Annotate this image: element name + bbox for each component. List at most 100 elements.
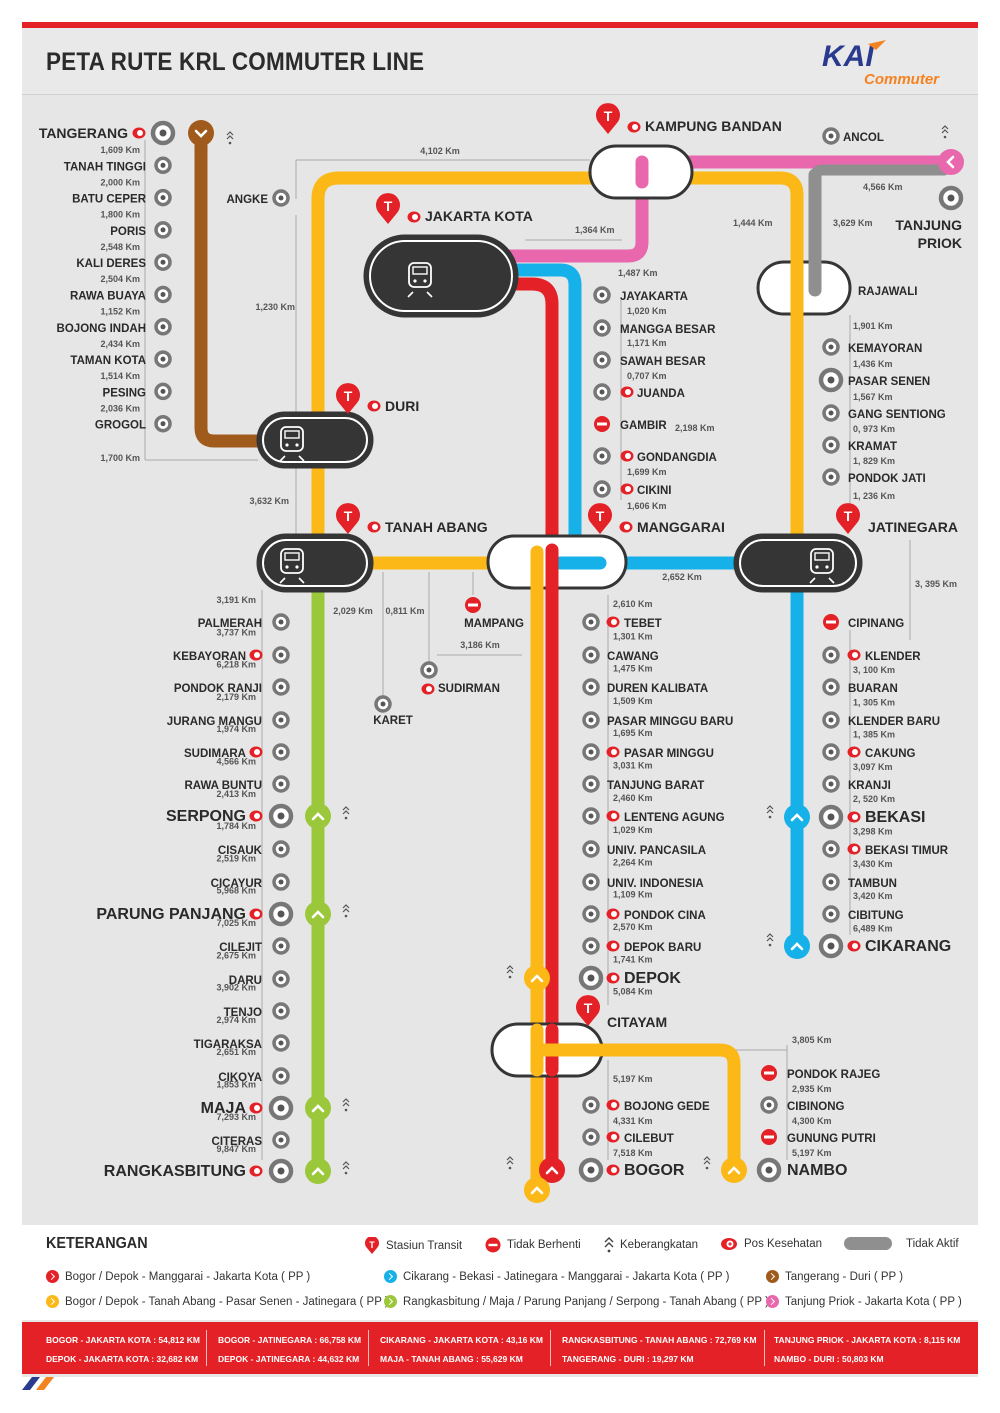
distance-label: 3,186 Km	[460, 640, 500, 650]
station-label: UNIV. PANCASILA	[607, 845, 706, 857]
health-post-inner	[254, 1168, 260, 1174]
arrow-chevron	[545, 1166, 559, 1175]
health-post-inner	[852, 814, 858, 820]
station-center	[380, 701, 386, 707]
station-center	[160, 195, 166, 201]
distance-label: 1, 305 Km	[853, 697, 895, 707]
station-label: BATU CEPER	[72, 194, 147, 206]
train-light	[815, 565, 819, 569]
station-label: GANG SENTIONG	[848, 409, 946, 421]
station-label: KALI DERES	[76, 258, 146, 270]
station-center	[278, 943, 284, 949]
distance-label: 1,509 Km	[613, 696, 653, 706]
departure-dot	[768, 815, 772, 819]
station-label: DEPOK	[624, 970, 681, 987]
health-post-inner	[426, 686, 432, 692]
station-label: KLENDER	[865, 651, 921, 663]
station-label: PASAR MINGGU	[624, 748, 714, 760]
transit-pin-letter: T	[604, 108, 613, 124]
station-center	[278, 879, 284, 885]
station-center	[278, 1040, 284, 1046]
distance-label: 1, 236 Km	[853, 491, 895, 501]
arrow-chevron	[790, 813, 804, 822]
station-label: PRIOK	[918, 235, 962, 251]
terminus-arrow-icon	[305, 803, 331, 829]
brown-line-tangerang	[194, 128, 299, 448]
station-label: CIBITUNG	[848, 910, 904, 922]
train-icon	[810, 548, 834, 574]
station-center	[828, 749, 834, 755]
pink-line-icon	[766, 1295, 779, 1308]
distance-label: 4,102 Km	[420, 146, 460, 156]
station-center	[278, 781, 284, 787]
distance-label: 2,179 Km	[216, 692, 256, 702]
station-center	[599, 389, 605, 395]
yellow-loop-north-east	[311, 171, 804, 570]
legend-health-label: Pos Kesehatan	[744, 1238, 823, 1250]
distance-label: 7,518 Km	[613, 1148, 653, 1158]
terminus-arrow-icon	[305, 1095, 331, 1121]
station-center	[599, 292, 605, 298]
health-post-inner	[852, 943, 858, 949]
departure-icon	[342, 1098, 350, 1107]
distance-label: 1,230 Km	[255, 302, 295, 312]
transit-pin-icon	[836, 503, 861, 534]
station-center	[278, 846, 284, 852]
distance-label: 2,974 Km	[216, 1015, 256, 1025]
departure-icon	[604, 1237, 614, 1253]
station-center	[160, 292, 166, 297]
health-post-inner	[625, 453, 631, 459]
station-center	[827, 813, 835, 821]
inactive-line-icon	[844, 1237, 892, 1250]
station-label: BOJONG GEDE	[624, 1101, 710, 1113]
health-post-inner	[611, 813, 617, 819]
station-center	[278, 976, 284, 982]
legend-health: Pos Kesehatan	[720, 1237, 822, 1251]
tanah-abang-hub-inner	[262, 539, 368, 587]
distance-label: 3,097 Km	[853, 762, 893, 772]
health-post-inner	[412, 214, 418, 220]
distance-label: 1, 385 Km	[853, 730, 895, 740]
route-label: Tangerang - Duri ( PP )	[785, 1270, 904, 1283]
legend-inactive: Tidak Aktif	[844, 1237, 959, 1250]
legend-route-blue: Cikarang - Bekasi - Jatinegara - Manggar…	[384, 1270, 729, 1283]
train-light	[423, 279, 427, 283]
station-center	[587, 974, 595, 982]
station-center	[160, 356, 166, 362]
footer-distance: TANGERANG - DURI : 19,297 KM	[562, 1354, 694, 1364]
station-label: CILEJIT	[219, 942, 262, 954]
station-center	[160, 388, 166, 394]
footer-divider	[764, 1330, 765, 1366]
train-light	[285, 565, 289, 569]
station-label: PASAR SENEN	[848, 376, 930, 388]
arrow-chevron	[727, 1166, 741, 1175]
terminus-arrow-icon	[305, 1158, 331, 1184]
station-center	[588, 781, 594, 787]
train-icon	[280, 548, 304, 574]
route-label: Bogor / Depok - Manggarai - Jakarta Kota…	[65, 1270, 311, 1283]
terminus-arrow-icon	[721, 1157, 747, 1183]
train-light	[295, 443, 299, 447]
legend-nonstop: Tidak Berhenti	[485, 1237, 581, 1253]
station-center	[588, 911, 594, 917]
no-stop-bar	[764, 1135, 774, 1139]
station-label: DARU	[229, 975, 262, 987]
rajawali-hub	[756, 260, 852, 316]
transit-pin-letter: T	[344, 388, 353, 404]
distance-label: 2,198 Km	[675, 423, 715, 433]
footer-divider	[368, 1330, 369, 1366]
station-center	[160, 162, 166, 168]
train-window	[284, 552, 300, 561]
footer-distance: TANJUNG PRIOK - JAKARTA KOTA : 8,115 KM	[774, 1335, 961, 1345]
station-label: KARET	[373, 715, 413, 727]
station-label: RAJAWALI	[858, 286, 917, 298]
station-center	[588, 619, 594, 625]
station-label: TIGARAKSA	[194, 1039, 262, 1051]
yellow-line-nambo	[533, 1043, 741, 1175]
station-label: SAWAH BESAR	[620, 356, 706, 368]
station-label: KEMAYORAN	[848, 343, 922, 355]
station-label: TANGERANG	[39, 125, 128, 141]
footer-distance: BOGOR - JATINEGARA : 66,758 KM	[218, 1335, 362, 1345]
station-label: ANGKE	[226, 194, 268, 206]
